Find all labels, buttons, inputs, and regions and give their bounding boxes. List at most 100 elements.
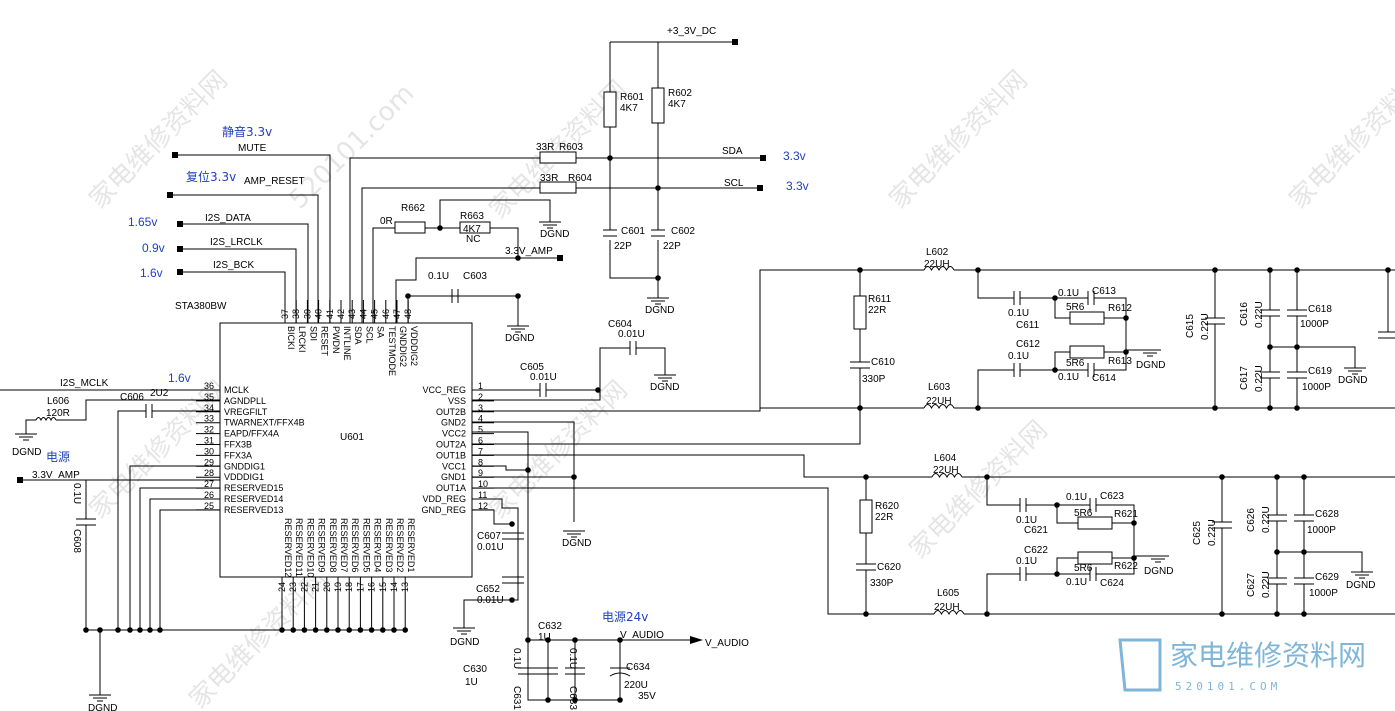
label-r613-val: 5R6 xyxy=(1066,358,1085,369)
pin-number: 6 xyxy=(478,436,483,446)
label-c624-val: 0.1U xyxy=(1066,577,1087,588)
pin-name: GND_REG xyxy=(421,505,466,515)
watermark-logo: 家电维修资料网 520101.COM xyxy=(1118,638,1366,693)
pin-number: 39 xyxy=(302,309,312,319)
label-c632-ref: C632 xyxy=(538,621,562,632)
pin-name: OUT1A xyxy=(436,483,466,493)
pin-name: RESERVED6 xyxy=(350,518,360,572)
pin-name: RESERVED5 xyxy=(361,518,371,572)
annotation-mclk: 1.6v xyxy=(168,371,191,385)
label-c627-val: 0.22U xyxy=(1261,571,1272,598)
label-r621-val: 5R6 xyxy=(1074,508,1093,519)
label-c623-val: 0.1U xyxy=(1066,492,1087,503)
label-c614-ref: C614 xyxy=(1092,373,1116,384)
label-c652-ref: C652 xyxy=(476,584,500,595)
annotation-lrclk: 0.9v xyxy=(142,241,165,255)
label-r613-ref: R613 xyxy=(1108,356,1132,367)
label-r622-val: 5R6 xyxy=(1074,563,1093,574)
pin-number: 31 xyxy=(204,436,214,446)
label-c603-ref: C603 xyxy=(463,271,487,282)
annotation-bck: 1.6v xyxy=(140,266,163,280)
label-c615-ref: C615 xyxy=(1185,314,1196,338)
pin-number: 20 xyxy=(322,582,332,592)
pin-name: BICKI xyxy=(286,326,296,350)
pin-number: 12 xyxy=(478,501,488,511)
pin-number: 16 xyxy=(367,582,377,592)
watermark-text: 家电维修资料网 xyxy=(904,415,1054,565)
pin-name: OUT2A xyxy=(436,440,466,450)
pin-number: 19 xyxy=(333,582,343,592)
dgnd-label: DGND xyxy=(650,382,679,393)
chip-part-label: STA380BW xyxy=(175,301,227,312)
resistor-r601 xyxy=(603,91,617,128)
label-r663-val: 4K7 xyxy=(463,224,481,235)
pin-name: VDDDIG2 xyxy=(409,326,419,366)
pin-number: 18 xyxy=(344,582,354,592)
label-c605-ref: C605 xyxy=(520,362,544,373)
label-c602-ref: C602 xyxy=(671,226,695,237)
label-c628-val: 1000P xyxy=(1307,525,1336,536)
label-c623-ref: C623 xyxy=(1100,491,1124,502)
pin-number: 17 xyxy=(355,582,365,592)
annotation-sda: 3.3v xyxy=(783,149,806,163)
label-c620-val: 330P xyxy=(870,578,894,589)
pin-name: TESTMODE xyxy=(387,326,397,376)
label-c612-val: 0.1U xyxy=(1008,351,1029,362)
pin-name: RESERVED14 xyxy=(224,494,283,504)
label-c606-ref: C606 xyxy=(120,392,144,403)
label-l602-val: 22UH xyxy=(924,259,950,270)
net-v-audio: V_AUDIO xyxy=(620,630,664,641)
pin-number: 2 xyxy=(478,392,483,402)
junction-dots xyxy=(83,155,1391,703)
pin-name: RESERVED4 xyxy=(373,518,383,572)
annotation-data: 1.65v xyxy=(128,215,157,229)
label-r601-ref: R601 xyxy=(620,92,644,103)
resistor-r602 xyxy=(651,87,665,124)
label-r601-val: 4K7 xyxy=(620,103,638,114)
label-c605-val: 0.01U xyxy=(530,372,557,383)
pin-number: 45 xyxy=(370,309,380,319)
pin-name: PWDN xyxy=(331,326,341,354)
chip-ref-label: U601 xyxy=(340,432,364,443)
label-c611-val: 0.1U xyxy=(1008,308,1029,319)
label-c627-ref: C627 xyxy=(1246,573,1257,597)
label-l606-val: 120R xyxy=(46,408,70,419)
logo-mark-icon xyxy=(1118,638,1162,692)
label-r662-val: 0R xyxy=(380,216,393,227)
pin-number: 22 xyxy=(299,582,309,592)
label-r602-val: 4K7 xyxy=(668,99,686,110)
dgnd-label: DGND xyxy=(1346,580,1375,591)
label-l603-val: 22UH xyxy=(926,396,952,407)
pin-number: 24 xyxy=(277,582,287,592)
label-c613-ref: C613 xyxy=(1092,286,1116,297)
pin-number: 28 xyxy=(204,468,214,478)
pin-name: RESET xyxy=(320,326,330,357)
label-c608-val: 0.1U xyxy=(71,483,82,504)
chip-bypass-wires xyxy=(463,269,1395,701)
pin-number: 11 xyxy=(478,490,487,500)
label-c633-val: 0.1U xyxy=(567,648,578,669)
label-l602-ref: L602 xyxy=(926,247,949,258)
pin-name: RESERVED10 xyxy=(305,518,315,577)
watermark-text: 家电维修资料网 xyxy=(1284,65,1395,215)
pin-name: GNDDIG1 xyxy=(224,461,265,471)
watermark-text: 家电维修资料网 xyxy=(484,375,634,525)
label-r603-ref: R603 xyxy=(559,142,583,153)
label-c631-val: 0.1U xyxy=(511,648,522,669)
pin-number: 1 xyxy=(478,381,483,391)
net-sda: SDA xyxy=(722,146,743,157)
label-c620-ref: C620 xyxy=(877,562,901,573)
annotation-power: 电源 xyxy=(46,450,70,464)
label-c625-val: 0.22U xyxy=(1207,519,1218,546)
label-c624-ref: C624 xyxy=(1100,578,1124,589)
label-c632-val: 1U xyxy=(538,632,551,643)
label-l604-val: 22UH xyxy=(933,465,959,476)
pin-number: 10 xyxy=(478,479,488,489)
watermark-url: 520101.com xyxy=(284,78,421,215)
pin-name: VDD_REG xyxy=(422,494,466,504)
pin-name: VREGFILT xyxy=(224,407,268,417)
label-c607-ref: C607 xyxy=(477,531,501,542)
pin-name: RESERVED2 xyxy=(395,518,405,572)
